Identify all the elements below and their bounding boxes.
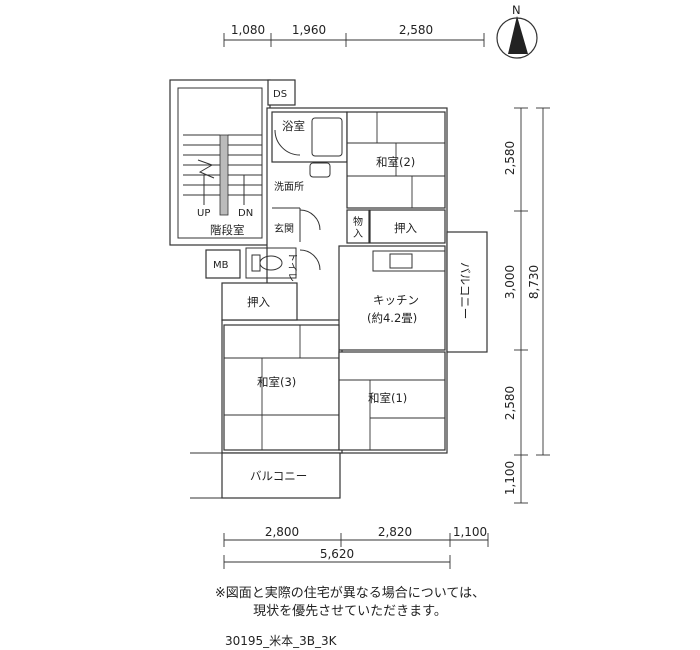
disclaimer-line-2: 現状を優先させていただきます。 (253, 604, 447, 619)
dim-top-2: 1,960 (292, 23, 326, 37)
stairwell: UP DN 階段室 (183, 134, 262, 237)
washitsu-2-room: 和室(2) (346, 111, 446, 209)
north-arrow-icon: N (496, 3, 538, 59)
washitsu-3-room: 和室(3) (223, 324, 340, 451)
toilet-label: トイレ (286, 252, 297, 282)
washroom-label: 洗面所 (274, 181, 304, 193)
kitchen-room: キッチン (約4.2畳) (338, 245, 446, 351)
mono-label-2: 入 (353, 229, 363, 240)
stair-up-label: UP (197, 208, 210, 219)
dim-right-2: 3,000 (503, 265, 517, 299)
balcony-bottom-label: バルコニー (250, 469, 307, 483)
dimension-right: 2,580 3,000 2,580 1,100 8,730 (503, 107, 550, 504)
compass-label: N (512, 3, 521, 17)
washitsu-1-label: 和室(1) (368, 391, 407, 405)
storage-left-label: 押入 (247, 295, 270, 309)
washitsu-1-room: 和室(1) (338, 351, 446, 451)
kitchen-label: キッチン (373, 293, 419, 307)
toilet-room: トイレ (245, 247, 321, 282)
disclaimer-line-1: ※図面と実際の住宅が異なる場合については、 (214, 586, 486, 601)
dim-bottom-total: 5,620 (320, 547, 354, 561)
storage-top-label: 押入 (394, 221, 417, 235)
balcony-right-label: バルコニー (458, 262, 472, 319)
washitsu-3-label: 和室(3) (257, 375, 296, 389)
washitsu-2-label: 和室(2) (376, 155, 415, 169)
dim-right-4: 1,100 (503, 461, 517, 495)
plan-code: 30195_米本_3B_3K (225, 634, 337, 648)
ds-label: DS (273, 89, 287, 100)
dim-right-1: 2,580 (503, 141, 517, 175)
dim-bottom-2: 2,820 (378, 525, 412, 539)
bath-label: 浴室 (282, 119, 305, 133)
mb-label: MB (213, 260, 229, 271)
mono-label-1: 物 (353, 215, 363, 228)
dim-bottom-1: 2,800 (265, 525, 299, 539)
dimension-bottom: 2,800 2,820 1,100 5,620 (223, 525, 489, 569)
kitchen-size-label: (約4.2畳) (367, 311, 417, 325)
dimension-top: 1,080 1,960 2,580 (223, 23, 485, 47)
dim-right-3: 2,580 (503, 386, 517, 420)
stairwell-label: 階段室 (210, 223, 245, 237)
entrance-label: 玄関 (274, 222, 294, 235)
dim-top-3: 2,580 (399, 23, 433, 37)
stair-down-label: DN (238, 208, 253, 219)
dim-bottom-3: 1,100 (453, 525, 487, 539)
dim-top-1: 1,080 (231, 23, 265, 37)
dim-right-total: 8,730 (527, 265, 541, 299)
bath-room: 浴室 (271, 111, 348, 178)
